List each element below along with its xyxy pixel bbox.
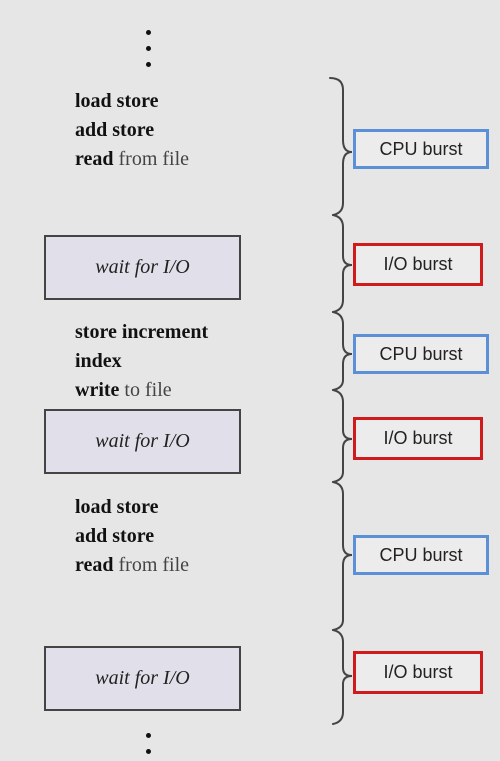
cpu-code-block-3: load store add store read from file bbox=[75, 493, 189, 580]
cpu-code-block-1: load store add store read from file bbox=[75, 87, 189, 174]
top-ellipsis bbox=[140, 30, 156, 78]
code-line: add store bbox=[75, 119, 155, 141]
cpu-code-block-2: store increment index write to file bbox=[75, 318, 208, 405]
brace-3 bbox=[332, 311, 353, 391]
brace-1 bbox=[329, 77, 353, 216]
code-line: read from file bbox=[75, 554, 190, 576]
wait-for-io-box-1: wait for I/O bbox=[44, 235, 241, 300]
bottom-ellipsis bbox=[140, 733, 156, 754]
code-line: store increment bbox=[75, 321, 209, 343]
code-line: load store bbox=[75, 90, 159, 112]
brace-2 bbox=[332, 214, 353, 313]
brace-4 bbox=[332, 389, 353, 483]
cpu-burst-label-1: CPU burst bbox=[353, 129, 489, 169]
code-line: load store bbox=[75, 496, 159, 518]
code-line: index bbox=[75, 350, 122, 372]
brace-6 bbox=[332, 629, 353, 725]
code-line: write to file bbox=[75, 379, 172, 401]
code-line: add store bbox=[75, 525, 155, 547]
io-burst-label-2: I/O burst bbox=[353, 417, 483, 460]
io-burst-label-1: I/O burst bbox=[353, 243, 483, 286]
wait-for-io-box-2: wait for I/O bbox=[44, 409, 241, 474]
code-line: read from file bbox=[75, 148, 190, 170]
brace-5 bbox=[332, 481, 353, 631]
io-burst-label-3: I/O burst bbox=[353, 651, 483, 694]
cpu-burst-label-2: CPU burst bbox=[353, 334, 489, 374]
cpu-burst-label-3: CPU burst bbox=[353, 535, 489, 575]
wait-for-io-box-3: wait for I/O bbox=[44, 646, 241, 711]
